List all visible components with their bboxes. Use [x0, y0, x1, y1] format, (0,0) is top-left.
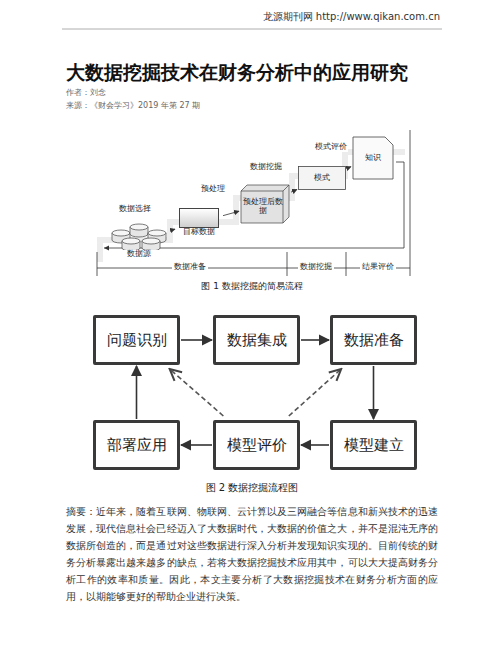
flow-arrow	[291, 189, 297, 192]
header-text: 作者：刘念	[66, 87, 106, 98]
cylinder-top	[130, 224, 148, 230]
node-text: 数据准备	[344, 331, 404, 350]
node-text: 目标数据	[183, 228, 215, 237]
figure-caption: 图 2 数据挖掘流程图	[206, 481, 299, 495]
edge-label: 数据选择	[118, 204, 152, 214]
node-text: 知识	[365, 154, 381, 163]
stage-shape: 预处理后数据	[240, 184, 290, 224]
axis-ticks	[97, 130, 410, 276]
stage-label: 数据准备	[172, 262, 208, 272]
node-text: 模型建立	[344, 436, 404, 455]
header-rule	[62, 29, 442, 30]
flow-arrow	[171, 229, 175, 230]
stage-label: 结果评价	[360, 262, 396, 272]
process-box: 问题识别	[93, 315, 180, 365]
dashed-arrow	[289, 369, 341, 416]
edge-label: 预处理	[200, 184, 226, 194]
stage-shape: 目标数据	[176, 208, 222, 237]
database-cylinders	[108, 220, 170, 250]
node-text: 预处理后数据	[240, 192, 290, 215]
flow-arrow	[301, 444, 329, 446]
target-data-box	[179, 208, 219, 228]
process-box: 部署应用	[93, 420, 180, 470]
flow-arrow	[223, 211, 239, 215]
page-title: 大数据挖掘技术在财务分析中的应用研究	[66, 60, 408, 86]
figure-caption: 图 1 数据挖掘的简易流程	[201, 280, 302, 293]
flow-arrow	[301, 339, 329, 341]
stage-label: 数据挖掘	[298, 262, 334, 272]
header-text: 来源：《财会学习》2019 年第 27 期	[66, 100, 200, 111]
edge-label: 模式评价	[314, 142, 348, 152]
feedback-head	[104, 246, 109, 251]
cube-shape	[241, 185, 289, 223]
abstract-text: 摘要：近年来，随着互联网、物联网、云计算以及三网融合等信息和新兴技术的迅速发展，…	[66, 503, 438, 605]
dashed-arrow	[170, 369, 224, 416]
node-text: 部署应用	[107, 436, 167, 455]
cylinder-top	[142, 238, 160, 244]
node-text: 模式	[314, 174, 330, 183]
cylinder-top	[112, 230, 130, 236]
process-box: 数据准备	[330, 315, 417, 365]
node-text: 数据集成	[227, 331, 287, 350]
cylinder-top	[148, 230, 166, 236]
flow-arrow	[373, 366, 375, 419]
cube-edges	[241, 185, 289, 223]
node-text: 模型评价	[227, 436, 287, 455]
edge-label: 数据挖掘	[249, 162, 283, 172]
flow-arrow	[181, 444, 212, 446]
cylinder	[130, 224, 148, 237]
node-text: 数据源	[127, 250, 151, 259]
knowledge-page	[353, 137, 393, 179]
flow-arrow	[181, 339, 212, 341]
process-box: 模型评价	[213, 420, 300, 470]
stage-shape: 数据源	[108, 220, 170, 259]
node-text: 问题识别	[107, 331, 167, 350]
cylinder	[142, 238, 160, 250]
flow-arrow	[136, 366, 138, 419]
cylinder-top	[122, 238, 140, 244]
flow-arrow	[347, 167, 351, 169]
pattern-box	[299, 167, 346, 190]
process-box: 数据集成	[213, 315, 300, 365]
cylinder	[122, 238, 140, 250]
header-text: 龙源期刊网 http://www.qikan.com.cn	[263, 10, 440, 24]
process-box: 模型建立	[330, 420, 417, 470]
stage-shape: 知识	[352, 136, 394, 180]
stage-shape: 模式	[298, 166, 346, 190]
